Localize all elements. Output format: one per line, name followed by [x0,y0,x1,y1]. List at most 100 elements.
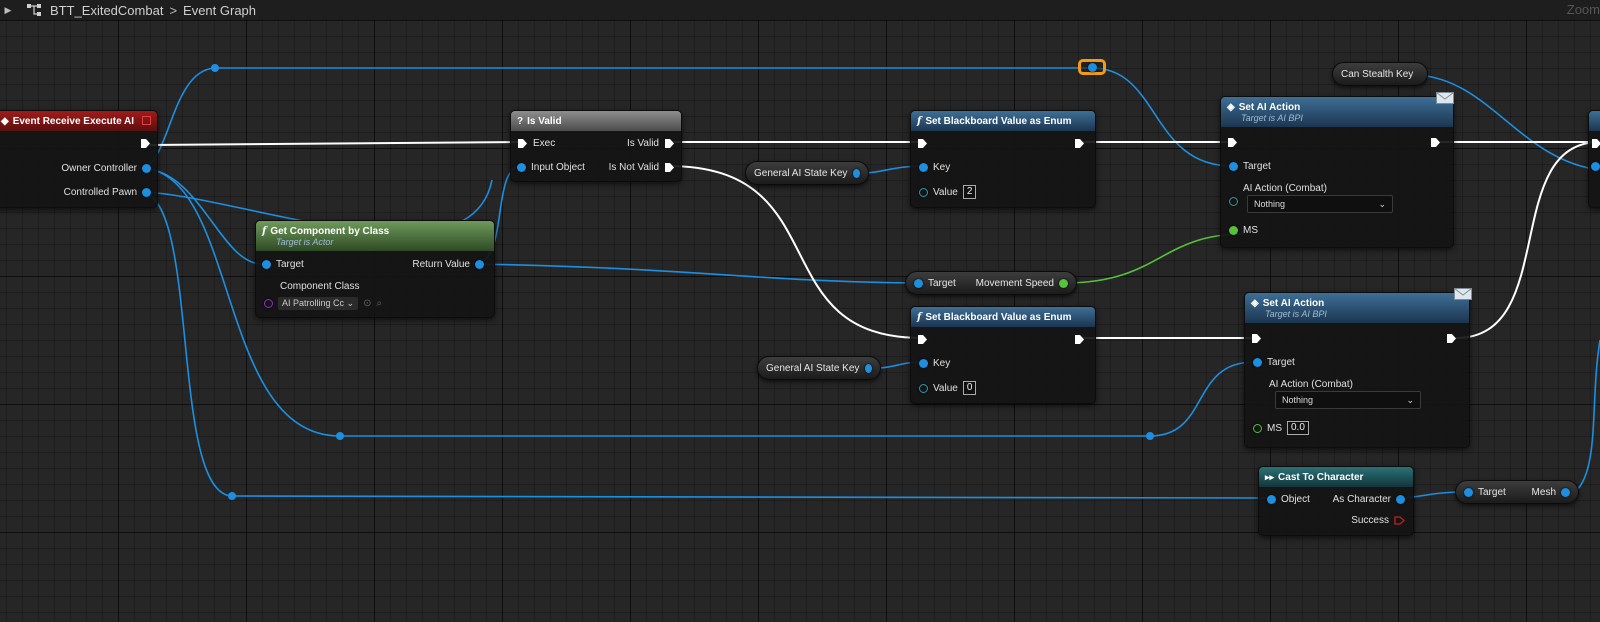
reroute-node-bottom[interactable] [228,492,236,500]
byte-pin-dot[interactable] [919,187,928,197]
node-title: Set Blackboard Value as Enum [925,311,1072,323]
class-pin-dot[interactable] [264,299,273,308]
byte-pin-dot[interactable] [919,383,928,393]
exec-out-pin[interactable] [1430,137,1441,148]
ai-action-dropdown[interactable]: Nothing⌄ [1275,391,1421,409]
exec-in-pin[interactable] [917,138,928,149]
component-class-dropdown[interactable]: AI Patrolling Cc ⌄ [278,297,359,310]
value-input[interactable]: 2 [962,185,977,199]
object-pin-dot[interactable] [1229,162,1238,171]
exec-out-pin[interactable] [1446,333,1457,344]
wire-exec-event-to-isvalid [149,141,523,146]
object-pin-dot[interactable] [517,163,526,172]
key-pin[interactable]: Key [919,358,950,369]
target-pin[interactable]: Target [1253,357,1295,368]
object-pin-dot[interactable] [1267,495,1276,504]
object-pin-dot[interactable] [142,164,151,173]
success-pin[interactable]: Success [1351,515,1405,526]
variable-label: General AI State Key [754,167,848,179]
object-pin[interactable]: Object [1267,494,1310,505]
set-ai-action-node-1[interactable]: ◈Set AI Action Target is AI BPI Target A… [1220,96,1454,248]
key-pin[interactable]: Key [919,162,950,173]
object-pin-dot[interactable] [865,363,872,373]
pin-label: Target [1243,161,1271,172]
breadcrumb-graph[interactable]: Event Graph [183,2,257,18]
object-pin-dot[interactable] [1591,162,1600,171]
exec-out-pin[interactable] [140,138,151,149]
delegate-pin-icon[interactable] [142,116,151,125]
target-pin[interactable]: Target [1229,161,1271,172]
ai-action-dropdown[interactable]: Nothing⌄ [1247,195,1393,213]
object-pin-dot[interactable] [1396,495,1405,504]
value-pin[interactable]: Value 0 [919,381,977,395]
general-ai-state-key-variable-1[interactable]: General AI State Key [745,161,869,185]
exec-in-pin[interactable] [1251,333,1262,344]
pin-label: Target [276,259,304,270]
ms-pin[interactable]: MS 0.0 [1253,421,1309,435]
mesh-getter[interactable]: Target Mesh [1455,480,1579,504]
node-subtitle: Target is AI BPI [1265,308,1327,319]
offscreen-function-node[interactable] [1588,110,1600,208]
target-pin[interactable]: Target [262,259,304,270]
value-pin[interactable]: Value 2 [919,185,977,199]
reroute-pin[interactable] [1087,62,1097,72]
expand-arrow-icon[interactable]: ▶ [4,4,12,15]
owner-controller-pin[interactable]: Owner Controller [61,163,151,174]
exec-in-pin[interactable] [1227,137,1238,148]
chevron-down-icon: ⌄ [1378,198,1386,209]
exec-out-pin[interactable] [1074,334,1085,345]
exec-in-pin[interactable]: Exec [517,138,555,149]
input-pin[interactable] [1591,162,1600,171]
exec-out-pin[interactable] [1074,138,1085,149]
cast-to-character-node[interactable]: ▸▸Cast To Character Object As Character … [1258,466,1414,536]
controlled-pawn-pin[interactable]: Controlled Pawn [64,187,151,198]
object-pin-dot[interactable] [853,168,860,178]
variable-label: Can Stealth Key [1341,68,1414,80]
object-pin-dot[interactable] [142,188,151,197]
object-pin-dot[interactable] [475,260,484,269]
node-title: Cast To Character [1278,471,1364,483]
general-ai-state-key-variable-2[interactable]: General AI State Key [757,356,881,380]
as-character-pin[interactable]: As Character [1333,494,1405,505]
object-pin-dot[interactable] [914,278,923,288]
reroute-node-mid-right[interactable] [1146,432,1154,440]
reroute-node-top[interactable] [211,64,219,72]
object-pin-dot[interactable] [262,260,271,269]
envelope-icon [1454,288,1472,300]
wire-pawn-to-reroute-bottom [141,191,233,497]
reroute-node-mid-left[interactable] [336,432,344,440]
ms-value-input[interactable]: 0.0 [1287,421,1309,435]
exec-in-pin[interactable] [917,334,928,345]
search-icon[interactable]: ⌕ [376,298,383,309]
movement-speed-getter[interactable]: Target Movement Speed [905,271,1077,295]
float-pin-dot[interactable] [1059,278,1068,288]
is-valid-node[interactable]: ?Is Valid Exec Is Valid Input Object Is … [510,110,682,182]
can-stealth-key-variable[interactable]: Can Stealth Key [1332,62,1428,86]
struct-pin-dot[interactable] [919,163,928,172]
event-diamond-icon: ◆ [1,115,9,127]
is-valid-out-pin[interactable]: Is Valid [627,138,675,149]
enum-pin-dot[interactable] [1229,197,1238,206]
browse-arrow-icon[interactable]: ⊙ [363,298,372,309]
return-value-pin[interactable]: Return Value [412,259,484,270]
struct-pin-dot[interactable] [919,359,928,368]
ms-pin[interactable]: MS [1229,225,1258,236]
event-receive-execute-ai-node[interactable]: ◆Event Receive Execute AI Owner Controll… [0,110,158,208]
object-pin-dot[interactable] [1464,487,1473,497]
value-input[interactable]: 0 [962,381,977,395]
object-pin-dot[interactable] [1253,358,1262,367]
float-pin-dot[interactable] [1253,423,1262,433]
component-class-pin[interactable]: AI Patrolling Cc ⌄ ⊙ ⌕ [264,297,382,310]
input-object-pin[interactable]: Input Object [517,162,585,173]
object-pin-dot[interactable] [1561,487,1570,497]
is-not-valid-out-pin[interactable]: Is Not Valid [609,162,675,173]
reroute-node-selected[interactable] [1078,59,1106,75]
set-ai-action-node-2[interactable]: ◈Set AI Action Target is AI BPI Target A… [1244,292,1470,448]
float-pin-dot[interactable] [1229,226,1238,235]
exec-in-pin[interactable] [1591,138,1600,149]
breadcrumb-asset[interactable]: BTT_ExitedCombat [50,2,164,18]
